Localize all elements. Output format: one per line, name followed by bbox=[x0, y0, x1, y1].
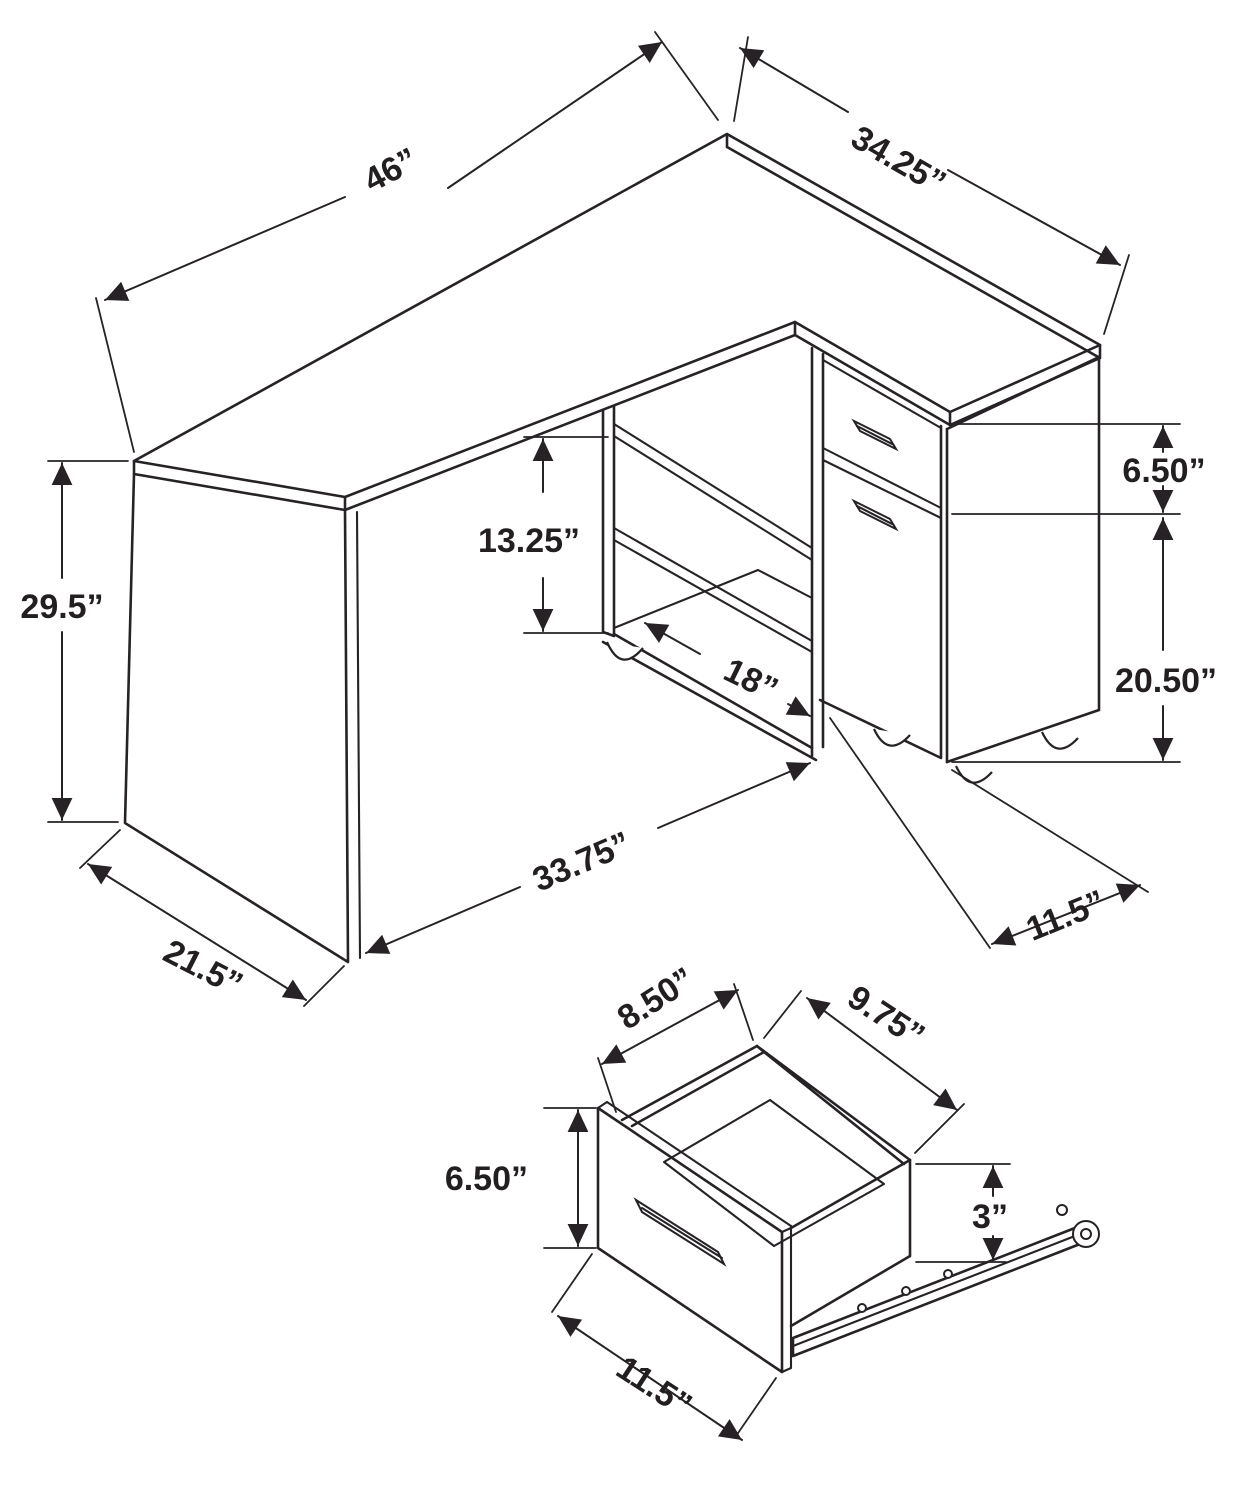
dim-label-33-75: 33.75” bbox=[527, 824, 636, 899]
detail-dimensions: 8.50” 9.75” 6.50” 3” bbox=[445, 960, 1011, 1441]
dim-label-3: 3” bbox=[972, 1198, 1008, 1236]
dim-label-46: 46” bbox=[358, 141, 424, 200]
drawer-slide-rail bbox=[791, 1204, 1100, 1358]
foot-under-divider bbox=[605, 641, 644, 661]
drawer-top-edge bbox=[821, 358, 943, 430]
drawer-box bbox=[620, 1044, 912, 1328]
left-panel-outline bbox=[123, 472, 350, 964]
drawer-handle bbox=[851, 418, 899, 452]
assembled-desk-view: 46” 34.25” 29.5” 13.25” bbox=[20, 31, 1217, 1007]
box-interior-floor bbox=[662, 1098, 886, 1248]
dim-door-height: 20.50” bbox=[951, 517, 1217, 763]
drawer-front-panel bbox=[596, 1100, 793, 1374]
foot-right-side bbox=[1041, 731, 1079, 750]
dim-front-width-detail: 11.5” bbox=[551, 1253, 777, 1441]
left-panel-inner-edge bbox=[355, 510, 362, 960]
divider-panel bbox=[601, 404, 616, 638]
drawer-handle-detail bbox=[633, 1197, 727, 1267]
dim-label-11-5-detail: 11.5” bbox=[610, 1349, 699, 1425]
desk-top-thickness-edges bbox=[132, 132, 1102, 512]
rail-roller-hub bbox=[1080, 1228, 1092, 1240]
dim-label-6-50-detail: 6.50” bbox=[445, 1160, 528, 1198]
dim-label-34-25: 34.25” bbox=[845, 118, 952, 202]
dim-box-side-height: 3” bbox=[915, 1163, 1011, 1263]
box-left-wall bbox=[620, 1044, 766, 1128]
door-bottom-edge bbox=[818, 698, 943, 760]
middle-shelf bbox=[612, 526, 814, 654]
dim-label-11-5-main: 11.5” bbox=[1021, 883, 1111, 949]
rail-inner-line bbox=[791, 1232, 1082, 1348]
dim-label-13-25: 13.25” bbox=[478, 522, 580, 560]
foot-under-door bbox=[873, 728, 911, 747]
cabinet-right-face bbox=[945, 355, 1101, 764]
base-rail bbox=[601, 632, 818, 762]
dim-front-width: 33.75” bbox=[365, 762, 811, 954]
foot-front-corner bbox=[955, 765, 993, 784]
bottom-shelf-floor bbox=[612, 568, 814, 630]
cabinet-front-left-edge bbox=[810, 346, 825, 758]
shelf-unit bbox=[601, 404, 818, 762]
door-handle bbox=[851, 498, 899, 532]
box-right-wall bbox=[789, 1158, 912, 1328]
dim-label-21-5: 21.5” bbox=[157, 932, 248, 1004]
dim-front-height: 6.50” bbox=[445, 1107, 597, 1249]
drawer-bottom-door-top-edges bbox=[821, 446, 943, 520]
cabinet-front-right-corner bbox=[939, 424, 949, 764]
dim-label-20-50: 20.50” bbox=[1115, 662, 1217, 700]
dim-label-6-50-main: 6.50” bbox=[1122, 452, 1205, 490]
side-pin-hole bbox=[1056, 1204, 1068, 1216]
dim-label-9-75: 9.75” bbox=[841, 978, 931, 1055]
dim-overall-height: 29.5” bbox=[20, 460, 129, 823]
drawer-detail-view: 8.50” 9.75” 6.50” 3” bbox=[445, 960, 1100, 1441]
dim-label-29-5: 29.5” bbox=[20, 588, 103, 626]
dim-shelf-opening: 13.25” bbox=[478, 436, 609, 634]
dim-label-8-50: 8.50” bbox=[611, 960, 701, 1037]
left-side-panel bbox=[123, 472, 362, 964]
rail-screw-1 bbox=[857, 1303, 867, 1313]
rail-screw-3 bbox=[943, 1269, 953, 1279]
main-dimensions: 46” 34.25” 29.5” 13.25” bbox=[20, 31, 1217, 1007]
desk-top-slab bbox=[132, 132, 1102, 512]
desk-top-surface bbox=[132, 132, 1102, 499]
dim-side-depth: 21.5” bbox=[79, 829, 345, 1007]
upper-shelf bbox=[612, 422, 814, 562]
drawer-front-right-strip bbox=[780, 1224, 793, 1374]
rail-screw-2 bbox=[901, 1286, 911, 1296]
drawer-front-top-strip bbox=[596, 1100, 793, 1234]
dim-cabinet-width: 11.5” bbox=[829, 717, 1149, 949]
dim-drawer-height: 6.50” bbox=[951, 423, 1206, 515]
